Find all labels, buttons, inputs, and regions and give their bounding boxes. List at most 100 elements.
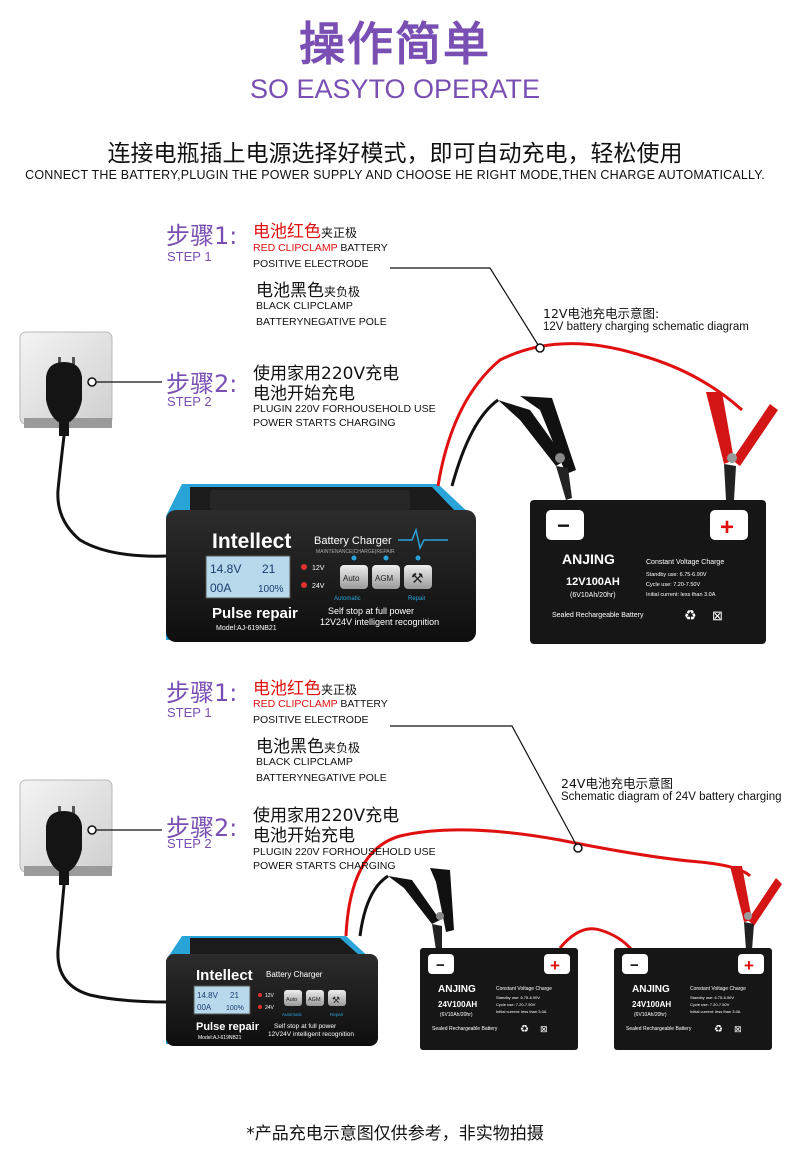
footnote: *产品充电示意图仅供参考，非实物拍摄 (246, 1124, 544, 1144)
step1-label-en: STEP 1 (167, 249, 212, 264)
black-battery-text: 电池黑色 (256, 281, 324, 301)
black-clamp-bottom (388, 868, 454, 950)
automatic-label: Automatic (282, 1012, 303, 1017)
black-clamp-text: 夹负极 (324, 741, 361, 755)
led-12v-label: 12V (312, 565, 325, 572)
pulse-repair-label: Pulse repair (212, 605, 298, 622)
step1-black-en: BLACK CLIPCLAMP BATTERYNEGATIVE POLE (256, 754, 387, 786)
charger-brand: Intellect (196, 967, 253, 984)
step2-line1: 使用家用220V充电 (253, 806, 400, 826)
black-clamp-text: 夹负极 (324, 285, 361, 299)
repair-label: Repair (330, 1012, 344, 1017)
battery-sealed: Sealed Rechargeable Battery (552, 612, 644, 619)
black-clipclamp-text: BLACK CLIPCLAMP (256, 756, 353, 768)
pulse-repair-label: Pulse repair (196, 1021, 260, 1033)
feature-recognition: 12V24V intelligent recognition (320, 617, 439, 627)
charger-top: Intellect Battery Charger MAINTENANCE|CH… (166, 484, 476, 642)
step2-en-line1: PLUGIN 220V FORHOUSEHOLD USE (253, 846, 436, 858)
battery-brand: ANJING (562, 551, 615, 567)
battery-plus-icon: + (720, 514, 734, 541)
step1-red-line: 电池红色夹正极 (253, 217, 357, 242)
step1-label: 步骤1: (166, 679, 238, 707)
feature-self-stop: Self stop at full power (328, 606, 414, 616)
step2-text: 使用家用220V充电 电池开始充电 (253, 806, 399, 846)
recycle-icon: ♻ (684, 607, 697, 623)
battery-spec: (6V10Ah/20hr) (440, 1012, 473, 1018)
step1-black-line: 电池黑色夹负极 (256, 732, 360, 757)
battery-minus-icon: − (630, 957, 639, 974)
feature-self-stop: Self stop at full power (274, 1023, 337, 1030)
red-clamp-bottom (730, 866, 782, 950)
battery-brand: ANJING (438, 984, 476, 995)
step1-red-line: 电池红色夹正极 (253, 674, 357, 699)
step2-en-line2: POWER STARTS CHARGING (253, 417, 396, 429)
page-subtitle: SO EASYTO OPERATE (249, 74, 541, 104)
agm-button-label: AGM (375, 574, 394, 583)
battery-standby: Standby use: 6.75-6.90V (646, 572, 707, 578)
wrench-icon: ⚒ (332, 995, 340, 1005)
step2-en-line2: POWER STARTS CHARGING (253, 860, 396, 872)
battery-plus-icon: + (744, 956, 754, 975)
bin-icon: ⊠ (540, 1024, 548, 1034)
red-clipclamp-text: RED CLIPCLAMP (253, 698, 338, 710)
battery-cycle: Cycle use: 7.20-7.50V (646, 582, 700, 588)
step1-black-line: 电池黑色夹负极 (256, 276, 360, 301)
lcd-alt: 21 (230, 991, 239, 1000)
led-24v-label: 24V (312, 583, 325, 590)
battery-sealed: Sealed Rechargeable Battery (626, 1026, 692, 1032)
auto-button-label: Auto (286, 997, 297, 1003)
bin-icon: ⊠ (712, 608, 723, 623)
negative-pole-text: BATTERYNEGATIVE POLE (256, 316, 387, 328)
charger-brand: Intellect (212, 530, 291, 553)
auto-button-label: Auto (343, 574, 360, 583)
black-battery-text: 电池黑色 (256, 737, 324, 757)
diagram-12v-en: 12V battery charging schematic diagram (543, 321, 749, 333)
black-clipclamp-text: BLACK CLIPCLAMP (256, 300, 353, 312)
recycle-icon: ♻ (520, 1024, 529, 1035)
battery-24v-left: − + ANJING 24V100AH (6V10Ah/20hr) Consta… (420, 948, 578, 1050)
battery-standby: Standby use: 6.75-6.90V (496, 995, 540, 1000)
diagram-12v-cn: 12V电池充电示意图: (543, 306, 660, 321)
recycle-icon: ♻ (714, 1024, 723, 1035)
charger-product: Battery Charger (266, 970, 323, 979)
negative-pole-text: BATTERYNEGATIVE POLE (256, 772, 387, 784)
step1-red-en: RED CLIPCLAMP BATTERY POSITIVE ELECTRODE (253, 240, 388, 272)
battery-initial: Initial current: less than 3.0A (496, 1009, 547, 1014)
lcd-amp: 00A (210, 581, 231, 595)
battery-minus-icon: − (436, 957, 445, 974)
red-clipclamp-text: RED CLIPCLAMP (253, 242, 338, 254)
red-clamp-top (706, 392, 778, 500)
battery-standby: Standby use: 6.75-6.90V (690, 995, 734, 1000)
positive-electrode-text: POSITIVE ELECTRODE (253, 258, 369, 270)
lcd-alt: 21 (262, 562, 276, 576)
diagram-24v-cn: 24V电池充电示意图 (561, 776, 673, 791)
step1-label-en: STEP 1 (167, 705, 212, 720)
battery-spec: (6V10Ah/20hr) (634, 1012, 667, 1018)
led-24v-label: 24V (265, 1005, 275, 1011)
black-clamp-top (498, 396, 576, 500)
battery-plus-icon: + (550, 956, 560, 975)
red-clamp-text: 夹正极 (321, 683, 358, 697)
wrench-icon: ⚒ (411, 570, 424, 586)
positive-electrode-text: POSITIVE ELECTRODE (253, 714, 369, 726)
step2-line1: 使用家用220V充电 (253, 364, 400, 384)
step2-line2: 电池开始充电 (253, 826, 355, 846)
charger-model: Model:AJ-619NB21 (198, 1035, 242, 1041)
step1-black-en: BLACK CLIPCLAMP BATTERYNEGATIVE POLE (256, 298, 387, 330)
battery-12v: − + ANJING 12V100AH (6V10Ah/20hr) Consta… (530, 500, 766, 644)
battery-initial: Initial current: less than 3.0A (646, 592, 716, 598)
lcd-volt: 14.8V (210, 562, 241, 576)
step2-label-en: STEP 2 (167, 394, 212, 409)
battery-initial: Initial current: less than 3.0A (690, 1009, 741, 1014)
led-12v-label: 12V (265, 993, 275, 999)
battery-sealed: Sealed Rechargeable Battery (432, 1026, 498, 1032)
battery-cvc: Constant Voltage Charge (496, 986, 552, 992)
lcd-amp: 00A (197, 1003, 212, 1012)
page-title: 操作简单 (299, 17, 491, 71)
repair-label: Repair (408, 596, 426, 602)
battery-model: 24V100AH (632, 1000, 671, 1009)
intro-text-en: CONNECT THE BATTERY,PLUGIN THE POWER SUP… (25, 168, 765, 182)
feature-recognition: 12V24V intelligent recognition (268, 1031, 354, 1038)
lcd-percent: 100% (226, 1005, 244, 1012)
